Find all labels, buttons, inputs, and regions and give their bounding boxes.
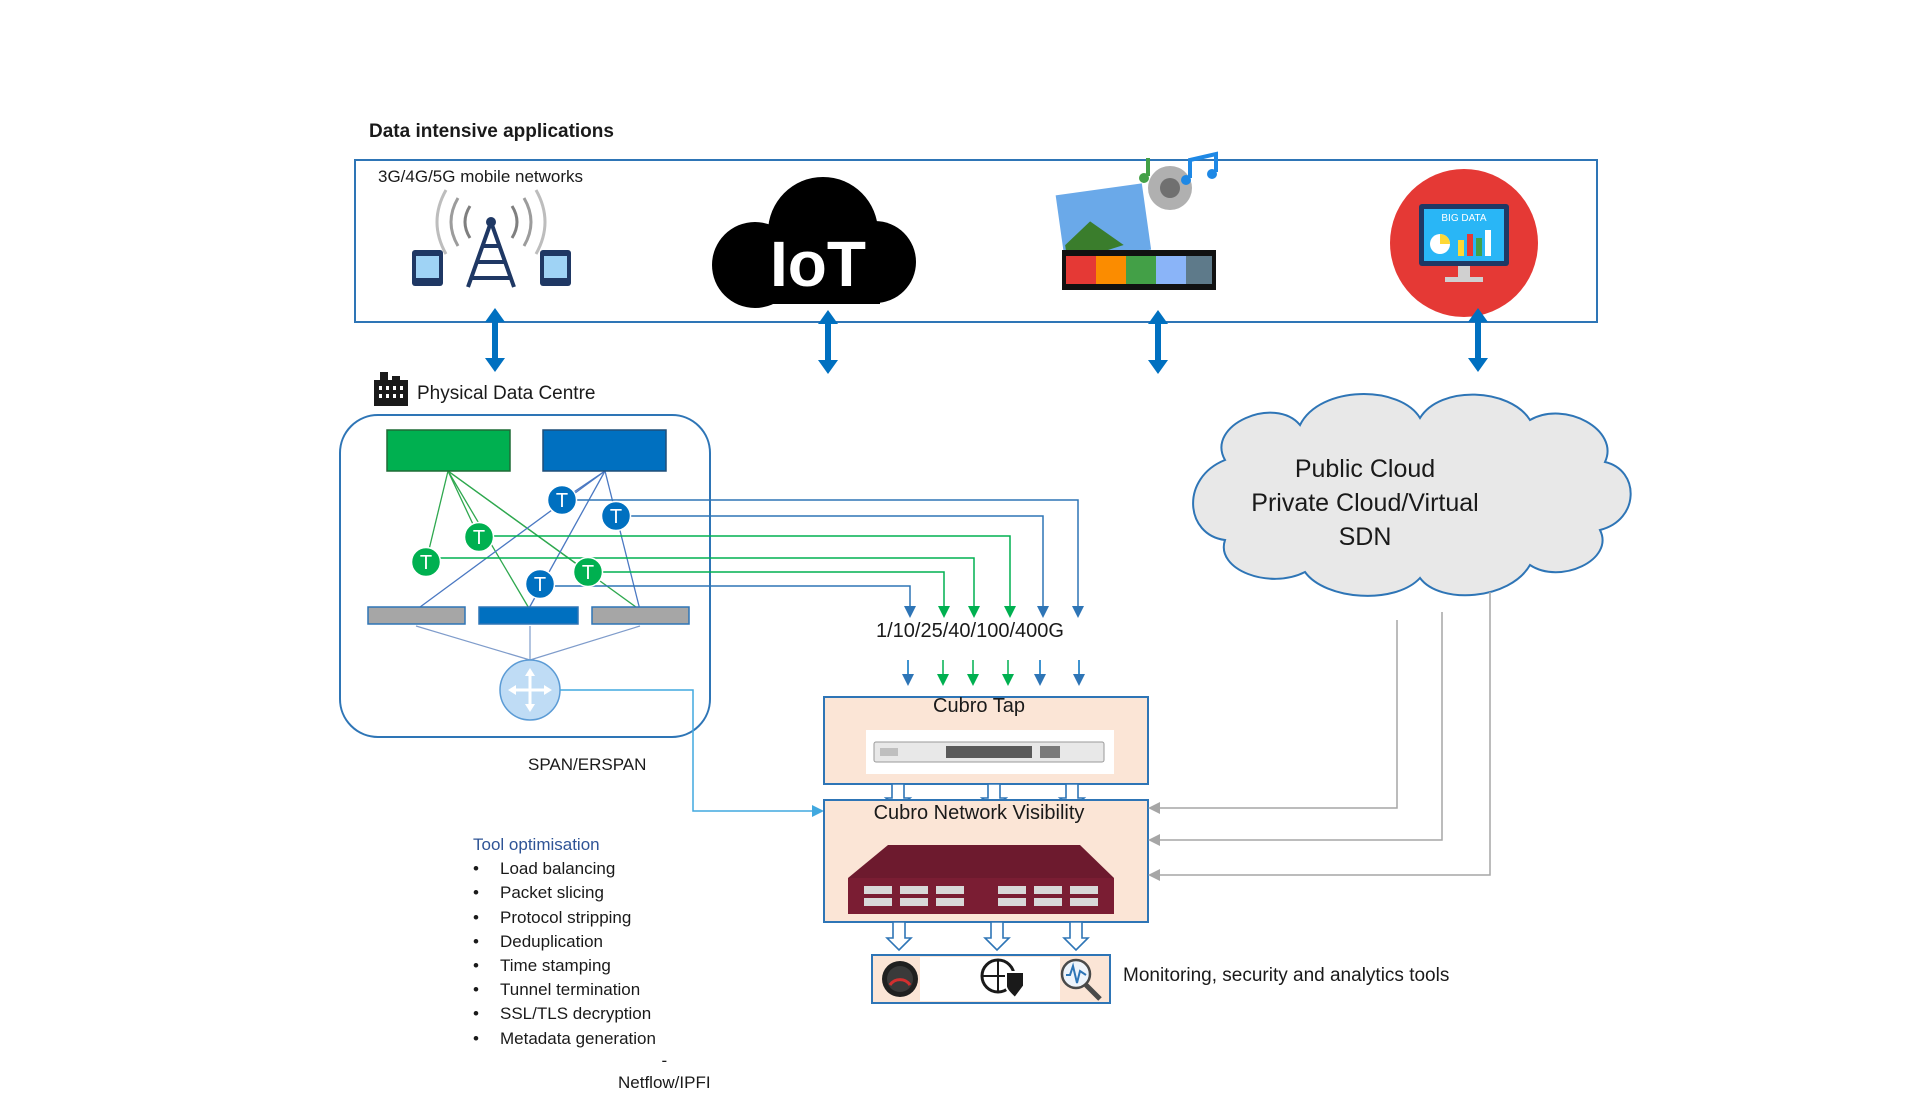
- datacentre-frame: [339, 414, 711, 738]
- svg-text:T: T: [473, 527, 485, 549]
- cubro-visibility-label: Cubro Network Visibility: [873, 802, 1085, 824]
- tap-node-1: T: [546, 484, 578, 516]
- netflow-text: Netflow/IPFI: [618, 1073, 711, 1092]
- monitoring-gauge-icon: [882, 961, 918, 997]
- span-label: SPAN/ERSPAN: [528, 755, 647, 774]
- svg-text:BIG DATA: BIG DATA: [1441, 213, 1487, 224]
- public-cloud-shape: [1192, 393, 1632, 597]
- span-line: [560, 689, 824, 817]
- list-item: Tunnel termination: [473, 978, 656, 1002]
- svg-text:T: T: [582, 562, 594, 584]
- tap-node-2: T: [600, 500, 632, 532]
- iot-cloud-icon: IoT: [712, 177, 916, 308]
- list-item: Deduplication: [473, 930, 656, 954]
- cloud-line-public: Public Cloud: [1294, 455, 1436, 483]
- visibility-to-tools-arrows: [885, 921, 1090, 952]
- arrow-iot: [818, 310, 838, 374]
- list-item: Protocol stripping: [473, 906, 656, 930]
- tap-line-2: [614, 515, 1049, 618]
- tools-inner: [920, 957, 1060, 1001]
- tap-node-3: T: [463, 521, 495, 553]
- cloud-line-sdn: SDN: [1338, 523, 1392, 551]
- speed-arrows: [902, 660, 1085, 686]
- router-icon: [499, 659, 561, 721]
- page-title: Data intensive applications: [369, 121, 614, 142]
- svg-text:T: T: [610, 506, 622, 528]
- speed-label: 1/10/25/40/100/400G: [876, 620, 1064, 642]
- blue-spine-switch: [542, 429, 667, 472]
- multimedia-icon: [1052, 151, 1218, 290]
- cloud-label: Public Cloud Private Cloud/Virtual SDN: [1180, 452, 1550, 554]
- datacentre-label: Physical Data Centre: [417, 383, 596, 404]
- tap-lines: [426, 499, 1084, 618]
- netflow-dash: -: [661, 1051, 668, 1070]
- netflow-fragment: - Netflow/IPFI: [618, 1050, 711, 1094]
- big-data-icon: BIG DATA: [1390, 169, 1538, 317]
- arrow-bigdata: [1468, 308, 1488, 372]
- list-item: SSL/TLS decryption: [473, 1002, 656, 1026]
- tap-node-6: T: [524, 568, 556, 600]
- tool-optimisation-heading: Tool optimisation: [473, 835, 600, 854]
- list-item: Time stamping: [473, 954, 656, 978]
- security-shield-icon: [980, 958, 1025, 1000]
- svg-text:T: T: [556, 490, 568, 512]
- arrow-mobile: [485, 308, 505, 372]
- uplink-lines: [415, 625, 641, 661]
- tools-label: Monitoring, security and analytics tools: [1123, 965, 1450, 986]
- tap-node-5: T: [572, 556, 604, 588]
- leaf-switch-1: [367, 606, 466, 625]
- cubro-tap-label: Cubro Tap: [933, 695, 1025, 717]
- application-arrows: [485, 308, 1488, 374]
- building-icon: [374, 372, 408, 406]
- tap-line-5: [588, 571, 950, 618]
- cloud-to-visibility-lines: [1148, 592, 1491, 881]
- analytics-magnifier-icon: [1060, 958, 1102, 1001]
- tap-line-3: [478, 535, 1016, 618]
- tap-line-4: [426, 557, 980, 618]
- mobile-networks-label: 3G/4G/5G mobile networks: [378, 167, 584, 186]
- list-item: Packet slicing: [473, 881, 656, 905]
- list-item: Load balancing: [473, 857, 656, 881]
- visibility-device-image: [848, 845, 1114, 914]
- applications-frame: [354, 159, 1598, 323]
- svg-text:T: T: [534, 574, 546, 596]
- cell-tower-icon: [412, 189, 571, 288]
- tap-line-6: [540, 585, 916, 618]
- list-item: Metadata generation: [473, 1027, 656, 1051]
- svg-text:T: T: [420, 552, 432, 574]
- tap-node-4: T: [410, 546, 442, 578]
- leaf-switch-2: [478, 606, 579, 625]
- tap-device-image: [866, 730, 1114, 774]
- tap-line-1: [562, 499, 1084, 618]
- tool-optimisation-list: Tool optimisation Load balancing Packet …: [473, 833, 656, 1051]
- leaf-switch-3: [591, 606, 690, 625]
- svg-text:IoT: IoT: [770, 228, 866, 300]
- green-spine-switch: [386, 429, 511, 472]
- cloud-line-private: Private Cloud/Virtual: [1251, 489, 1479, 517]
- arrow-multimedia: [1148, 310, 1168, 374]
